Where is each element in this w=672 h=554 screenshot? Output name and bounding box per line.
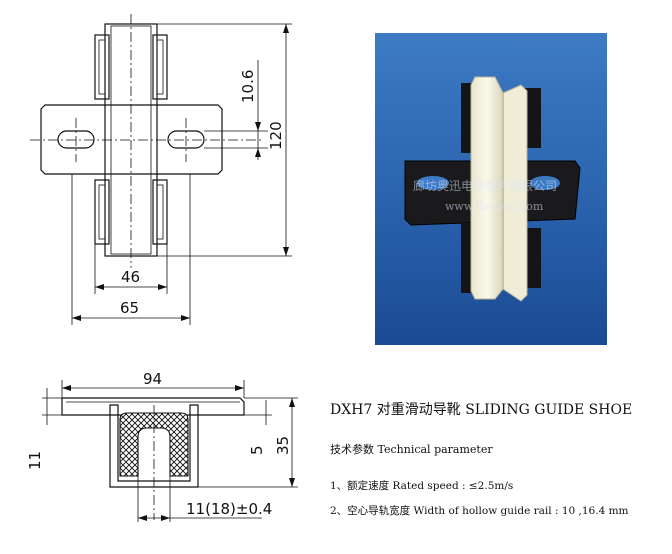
insert-bottom-right-inner [156,184,164,240]
insert-top-right-inner [156,39,164,95]
dim-11: 11 [26,451,44,470]
dim-10-6: 10.6 [239,70,257,103]
watermark-company: 廊坊奥迅电梯配件有限公司 [413,179,558,193]
insert-bottom-right [152,179,168,245]
dim-65: 65 [120,299,139,317]
section-base-plate [61,397,245,416]
dim-46: 46 [121,268,140,286]
arrows-35 [289,398,295,487]
dim-120: 120 [267,121,285,150]
section-view: 94 11 5 35 11(18)±0.4 [26,370,298,522]
base-plate-outline [40,104,223,175]
params-heading: 技术参数 Technical parameter [330,443,493,456]
insert-top-left-inner [98,39,106,95]
product-photo: 廊坊奥迅电梯配件有限公司 www.lfaoxun.com [375,33,607,345]
insert-top-left [94,34,110,100]
front-view: 120 10.6 46 65 [30,14,292,325]
param-rail-width: 2、空心导轨宽度 Width of hollow guide rail : 10… [330,505,629,517]
dim-slot: 11(18)±0.4 [186,500,272,518]
arrows-10-6 [255,122,261,157]
insert-top-right [152,34,168,100]
insert-bottom-left-inner [98,184,106,240]
dim-5: 5 [248,445,266,455]
insert-bottom-left [94,179,110,245]
arrows-46 [95,284,167,290]
liner-slot [137,427,171,477]
dim-35: 35 [274,436,292,455]
guide-shoe-image [404,76,581,302]
watermark-url: www.lfaoxun.com [445,200,544,213]
dim-94: 94 [143,370,162,388]
u-channel [109,404,199,488]
param-rated-speed: 1、额定速度 Rated speed : ≤2.5m/s [330,480,514,492]
arrows-slot [138,515,170,521]
product-title: DXH7 对重滑动导靴 SLIDING GUIDE SHOE [330,402,633,418]
